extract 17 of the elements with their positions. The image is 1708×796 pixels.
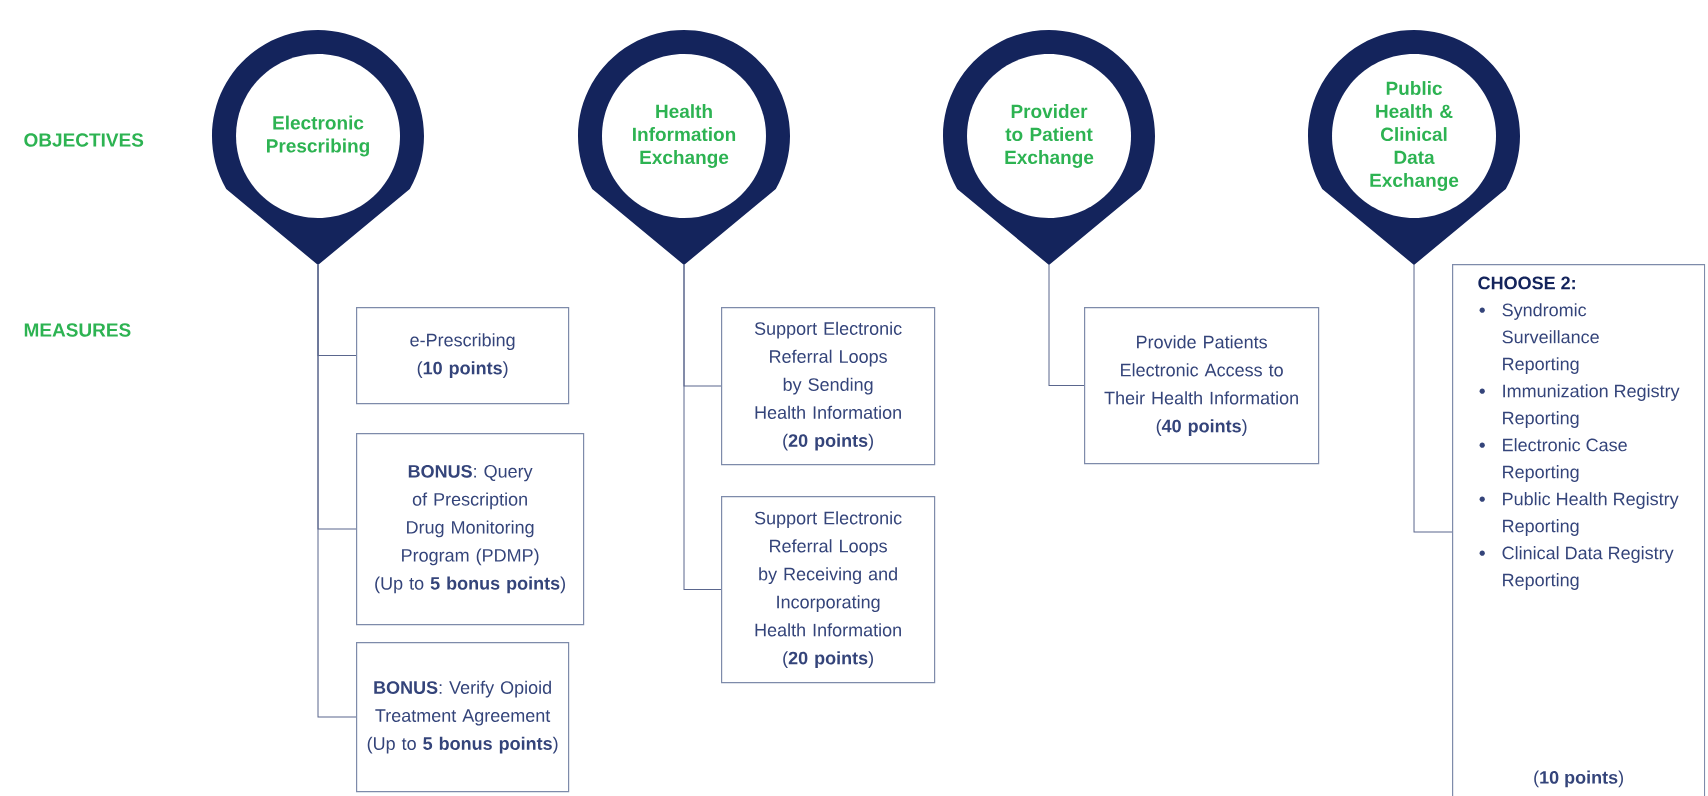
- connector-line: [1048, 264, 1085, 387]
- measure-box: Provide Patients Electronic Access to Their Health Information (40 points): [1084, 307, 1320, 465]
- measure-box: Support Electronic Referral Loops by Sending Health Information (20 points): [721, 307, 936, 466]
- measure-box: BONUS: Verify Opioid Treatment Agreement (Up to 5 bonus points): [356, 642, 570, 793]
- connector-line: [1413, 264, 1453, 533]
- map-pin: Provider to Patient Exchange: [943, 30, 1155, 265]
- measure-box: Support Electronic Referral Loops by Receiving and Incorporating Health Information (20 points): [721, 496, 936, 684]
- map-pin: Public Health & Clinical Data Exchange: [1308, 30, 1520, 265]
- row-label: MEASURES: [24, 323, 131, 337]
- connector-line: [317, 264, 357, 718]
- measure-box: CHOOSE 2: Syndromic Surveillance Reporting Immunization Registry Reporting Electronic Case Reporting Public Health Registry Reporting Clinical Data Registry Reporting (10 points): [1452, 264, 1706, 796]
- row-label: OBJECTIVES: [24, 133, 144, 147]
- map-pin: Electronic Prescribing: [212, 30, 424, 265]
- connector-line: [683, 264, 722, 591]
- measure-box: e-Prescribing (10 points): [356, 307, 570, 405]
- map-pin: Health Information Exchange: [578, 30, 790, 265]
- measure-box: BONUS: Query of Prescription Drug Monitoring Program (PDMP) (Up to 5 bonus points): [356, 433, 585, 626]
